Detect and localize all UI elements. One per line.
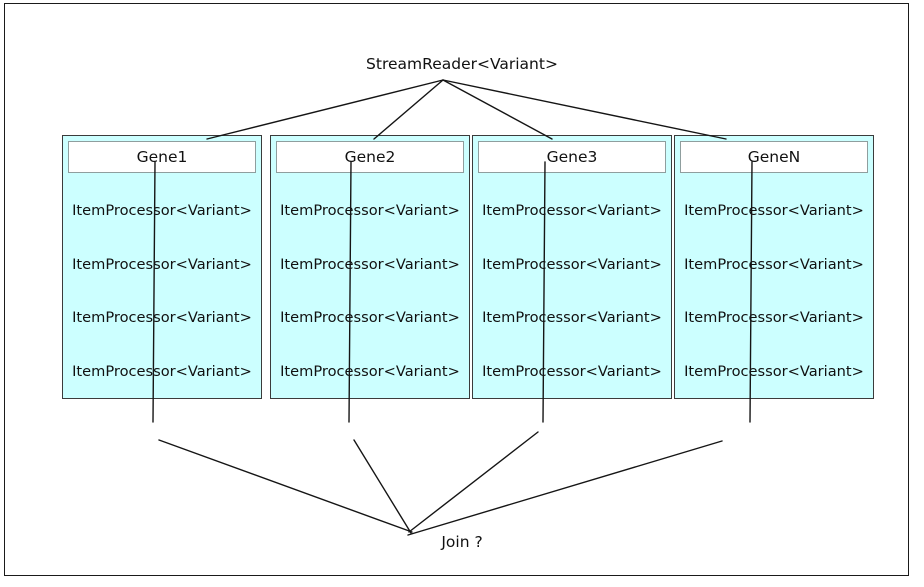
- gene-lane-4[interactable]: GeneN ItemProcessor<Variant> ItemProcess…: [674, 135, 874, 399]
- processor-item[interactable]: ItemProcessor<Variant>: [684, 255, 864, 273]
- processor-item[interactable]: ItemProcessor<Variant>: [482, 202, 662, 220]
- processor-item[interactable]: ItemProcessor<Variant>: [280, 362, 460, 380]
- gene-lane-1-processors: ItemProcessor<Variant> ItemProcessor<Var…: [63, 184, 261, 398]
- gene-lane-4-processors: ItemProcessor<Variant> ItemProcessor<Var…: [675, 184, 873, 398]
- processor-item[interactable]: ItemProcessor<Variant>: [684, 362, 864, 380]
- gene-lane-3-processors: ItemProcessor<Variant> ItemProcessor<Var…: [473, 184, 671, 398]
- gene-lane-3-title: Gene3: [478, 141, 666, 173]
- processor-item[interactable]: ItemProcessor<Variant>: [280, 255, 460, 273]
- processor-item[interactable]: ItemProcessor<Variant>: [72, 362, 252, 380]
- processor-item[interactable]: ItemProcessor<Variant>: [72, 309, 252, 327]
- processor-item[interactable]: ItemProcessor<Variant>: [482, 309, 662, 327]
- gene-lane-1-title: Gene1: [68, 141, 256, 173]
- gene-lane-2-title: Gene2: [276, 141, 464, 173]
- gene-lane-1[interactable]: Gene1 ItemProcessor<Variant> ItemProcess…: [62, 135, 262, 399]
- gene-lane-4-title: GeneN: [680, 141, 868, 173]
- processor-item[interactable]: ItemProcessor<Variant>: [684, 309, 864, 327]
- processor-item[interactable]: ItemProcessor<Variant>: [72, 255, 252, 273]
- processor-item[interactable]: ItemProcessor<Variant>: [280, 202, 460, 220]
- gene-lane-2[interactable]: Gene2 ItemProcessor<Variant> ItemProcess…: [270, 135, 470, 399]
- processor-item[interactable]: ItemProcessor<Variant>: [684, 202, 864, 220]
- processor-item[interactable]: ItemProcessor<Variant>: [72, 202, 252, 220]
- stream-reader-label: StreamReader<Variant>: [366, 55, 558, 73]
- processor-item[interactable]: ItemProcessor<Variant>: [482, 362, 662, 380]
- processor-item[interactable]: ItemProcessor<Variant>: [482, 255, 662, 273]
- gene-lane-2-processors: ItemProcessor<Variant> ItemProcessor<Var…: [271, 184, 469, 398]
- join-label: Join ?: [441, 533, 483, 551]
- gene-lane-3[interactable]: Gene3 ItemProcessor<Variant> ItemProcess…: [472, 135, 672, 399]
- processor-item[interactable]: ItemProcessor<Variant>: [280, 309, 460, 327]
